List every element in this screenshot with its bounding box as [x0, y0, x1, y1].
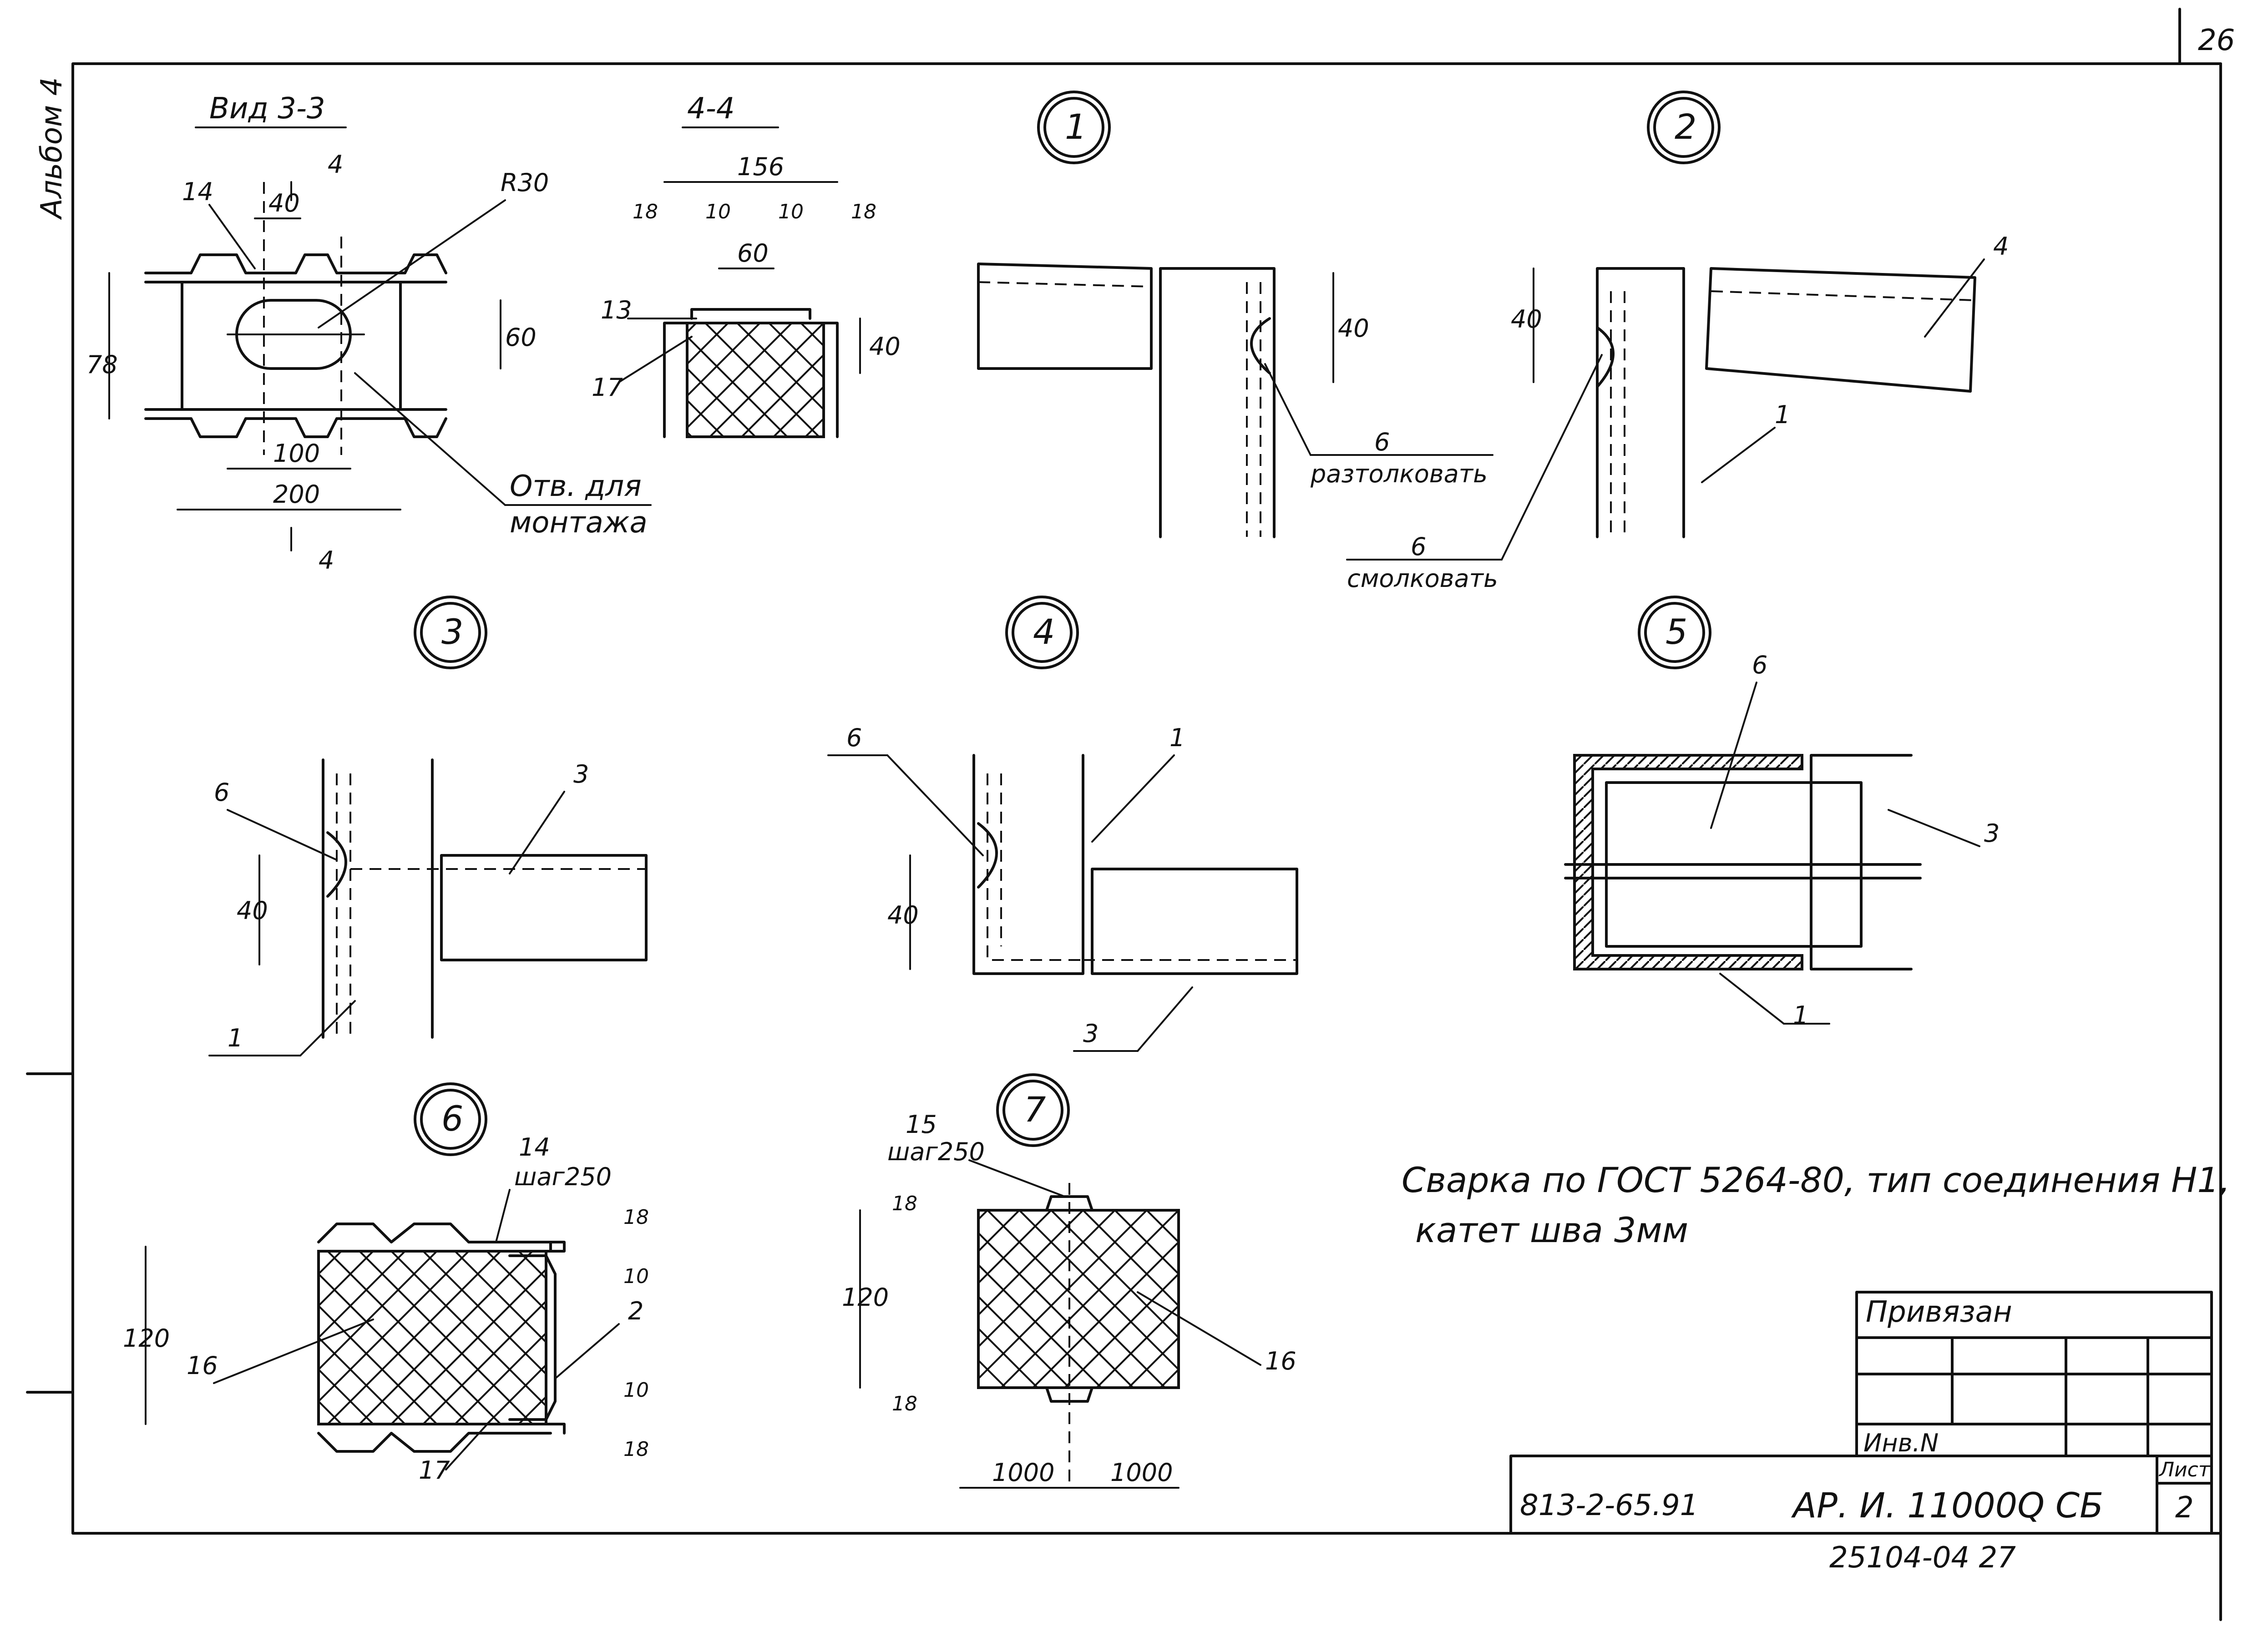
section44-callout-13: 13 [601, 296, 632, 324]
node-6: 6 120 18 10 10 18 14 шаг250 16 2 17 [123, 1082, 649, 1485]
sheet-label: Лист [2158, 1458, 2211, 1481]
section44-dim-40: 40 [869, 332, 901, 361]
node5-callout-3: 3 [1984, 819, 2000, 848]
section44-title: 4-4 [687, 92, 735, 126]
node7-dim-1000a: 1000 [992, 1458, 1054, 1487]
sheet-number: 2 [2175, 1491, 2194, 1525]
welding-note-line-1: Сварка по ГОСТ 5264-80, тип соединения Н… [1402, 1160, 2230, 1200]
node1-callout-6: 6 [1374, 428, 1390, 456]
section44-dim-10b: 10 [778, 200, 804, 223]
view33-radius: R30 [501, 168, 549, 197]
node3-callout-6: 6 [214, 778, 229, 807]
node2-callout-1: 1 [1775, 400, 1790, 429]
node-1: 1 40 6 разтолковать [977, 91, 1493, 538]
node2-callout-6: 6 [1411, 532, 1426, 561]
node5-number: 5 [1666, 611, 1687, 652]
view-3-3: Вид 3-3 40 60 78 100 200 R30 14 4 4 Отв.… [86, 92, 652, 575]
section44-callout-17: 17 [592, 373, 623, 402]
hole-label-1: Отв. для [510, 470, 642, 503]
node7-dim-1000b: 1000 [1110, 1458, 1173, 1487]
drawing-code: 813-2-65.91 [1520, 1489, 1698, 1522]
node6-callout-2: 2 [628, 1297, 643, 1325]
node-5: 5 6 3 1 [1564, 596, 2000, 1030]
node6-callout-17: 17 [419, 1456, 450, 1485]
node6-dim-10b: 10 [623, 1379, 649, 1402]
node4-callout-1: 1 [1169, 723, 1185, 752]
node1-dim-40: 40 [1338, 314, 1369, 343]
node2-dim-40: 40 [1511, 305, 1542, 333]
node2-callout-4: 4 [1993, 232, 2009, 261]
view33-dim-60: 60 [505, 323, 537, 352]
node5-callout-6: 6 [1752, 651, 1767, 679]
node1-note: разтолковать [1310, 460, 1488, 488]
node2-number: 2 [1675, 106, 1696, 147]
drawing-designation: АР. И. 11000Q СБ [1791, 1485, 2103, 1526]
node3-callout-1: 1 [228, 1024, 243, 1052]
view33-dim-200: 200 [273, 480, 320, 509]
node4-callout-6: 6 [846, 723, 862, 752]
node7-callout-16: 16 [1265, 1347, 1296, 1375]
node6-dim-10a: 10 [623, 1265, 649, 1288]
page-number: 26 [2198, 24, 2235, 57]
node-3: 3 40 6 3 1 [208, 596, 648, 1056]
section44-dim-156: 156 [737, 152, 784, 181]
title-block: Привязан Инв.N 813-2-65.91 АР. И. 11000Q… [1509, 1291, 2213, 1575]
node6-step: шаг250 [514, 1162, 612, 1191]
sheet-frame [26, 8, 2222, 1621]
privyazan-label: Привязан [1866, 1295, 2012, 1329]
section-4-4: 4-4 156 18 10 60 10 18 40 13 17 [592, 92, 901, 438]
view33-title: Вид 3-3 [209, 92, 325, 126]
node7-dim-120: 120 [842, 1283, 889, 1312]
node-7: 7 18 120 18 1000 1000 15 шаг250 16 [842, 1073, 1296, 1489]
node7-step: шаг250 [887, 1137, 985, 1166]
view33-dim-100: 100 [273, 439, 320, 468]
node5-callout-1: 1 [1793, 1001, 1808, 1030]
node3-dim-40: 40 [237, 896, 268, 925]
node7-dim-18a: 18 [892, 1192, 917, 1215]
node1-number: 1 [1065, 106, 1087, 147]
node3-number: 3 [441, 611, 463, 652]
section44-dim-10a: 10 [705, 200, 731, 223]
section44-dim-18a: 18 [633, 200, 658, 223]
view33-callout-14: 14 [182, 177, 213, 206]
node6-callout-14: 14 [519, 1133, 550, 1162]
node6-dim-120: 120 [123, 1324, 170, 1353]
welding-note-line-2: катет шва 3мм [1415, 1210, 1688, 1250]
view33-dim-78: 78 [86, 350, 118, 379]
view33-section-mark-bottom: 4 [319, 546, 334, 575]
node7-callout-15: 15 [906, 1110, 937, 1139]
node4-number: 4 [1033, 611, 1055, 652]
node2-note: смолковать [1347, 564, 1498, 593]
node6-callout-16: 16 [187, 1351, 218, 1380]
inv-no-label: Инв.N [1863, 1429, 1939, 1457]
stamp-number: 25104-04 27 [1829, 1541, 2016, 1575]
node7-number: 7 [1024, 1089, 1046, 1130]
node4-callout-3: 3 [1083, 1019, 1099, 1048]
node6-dim-18b: 18 [623, 1438, 649, 1461]
node6-number: 6 [441, 1098, 463, 1139]
node3-callout-3: 3 [573, 760, 589, 788]
view33-dim-40: 40 [268, 189, 300, 217]
album-label: Альбом 4 [35, 77, 69, 220]
node-4: 4 40 6 1 3 [827, 596, 1298, 1052]
section44-dim-18b: 18 [851, 200, 876, 223]
node7-dim-18b: 18 [892, 1392, 917, 1415]
section44-dim-60: 60 [737, 239, 769, 268]
node-2: 2 40 4 1 6 смолковать [1346, 91, 2009, 593]
hole-label-2: монтажа [510, 506, 648, 540]
node4-dim-40: 40 [887, 901, 919, 930]
node6-dim-18a: 18 [623, 1206, 649, 1229]
view33-section-mark-top: 4 [328, 150, 343, 179]
